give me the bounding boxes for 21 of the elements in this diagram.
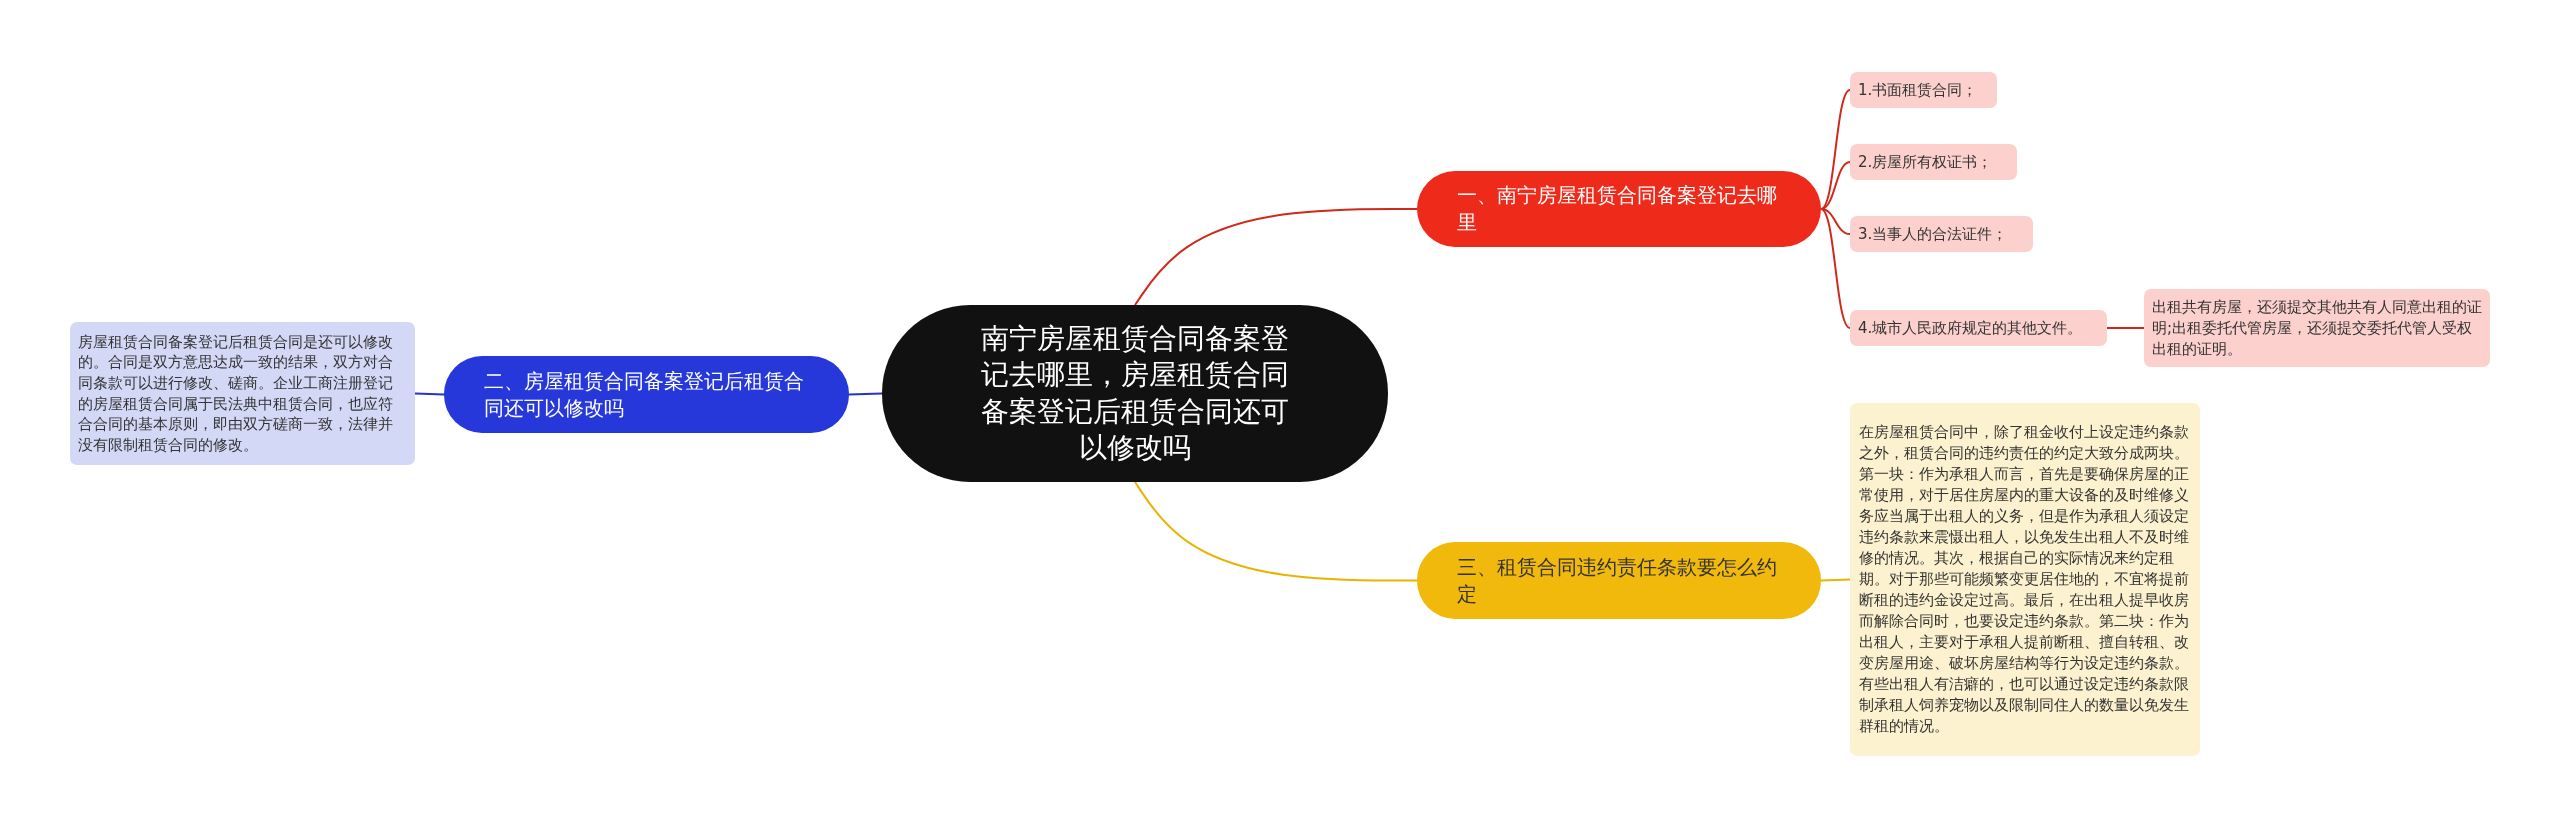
- connector-line: [848, 392, 883, 396]
- leaf-topic: 出租共有房屋，还须提交其他共有人同意出租的证明;出租委托代管房屋，还须提交委托代管人受权出租的证明。: [2144, 289, 2490, 367]
- branch-topic: 二、房屋租赁合同备案登记后租赁合同还可以修改吗: [444, 356, 849, 433]
- branch-topic: 一、南宁房屋租赁合同备案登记去哪里: [1417, 171, 1821, 247]
- branch-topic: 三、租赁合同违约责任条款要怎么约定: [1417, 542, 1821, 619]
- connector-line: [1820, 89, 1851, 210]
- connector-line: [1820, 578, 1851, 582]
- connector-line: [414, 392, 445, 396]
- leaf-topic: 在房屋租赁合同中，除了租金收付上设定违约条款之外，租赁合同的违约责任的约定大致分成两块。第一块：作为承租人而言，首先是要确保房屋的正常使用，对于居住房屋内的重大设备的及时维修义务应当属于出租人的义务，但是作为承租人须设定违约条款来震慑出租人，以免发生出租人不及时维修的情况。其次，根据自己的实际情况来约定租期。对于那些可能频繁变更居住地的，不宜将提前断租的违约金设定过高。最后，在出租人提早收房而解除合同时，也要设定违约条款。第二块：作为出租人，主要对于承租人提前断租、擅自转租、改变房屋用途、破坏房屋结构等行为设定违约条款。有些出租人有洁癖的，也可以通过设定违约条款限制承租人饲养宠物以及限制同住人的数量以免发生群租的情况。: [1850, 403, 2200, 756]
- central-topic: 南宁房屋租赁合同备案登记去哪里，房屋租赁合同备案登记后租赁合同还可以修改吗: [882, 305, 1388, 482]
- connector-line: [1134, 481, 1418, 582]
- connector-line: [1134, 208, 1418, 306]
- connector-line: [2106, 327, 2145, 329]
- leaf-topic: 2.房屋所有权证书；: [1850, 144, 2017, 180]
- connector-line: [1820, 208, 1851, 329]
- leaf-topic: 1.书面租赁合同；: [1850, 72, 1997, 108]
- leaf-topic: 4.城市人民政府规定的其他文件。: [1850, 310, 2107, 346]
- connector-line: [1820, 161, 1851, 210]
- leaf-topic: 房屋租赁合同备案登记后租赁合同是还可以修改的。合同是双方意思达成一致的结果，双方对合同条款可以进行修改、磋商。企业工商注册登记的房屋租赁合同属于民法典中租赁合同，也应符合合同的基本原则，即由双方磋商一致，法律并没有限制租赁合同的修改。: [70, 322, 415, 465]
- leaf-topic: 3.当事人的合法证件；: [1850, 216, 2033, 252]
- connector-line: [1820, 208, 1851, 235]
